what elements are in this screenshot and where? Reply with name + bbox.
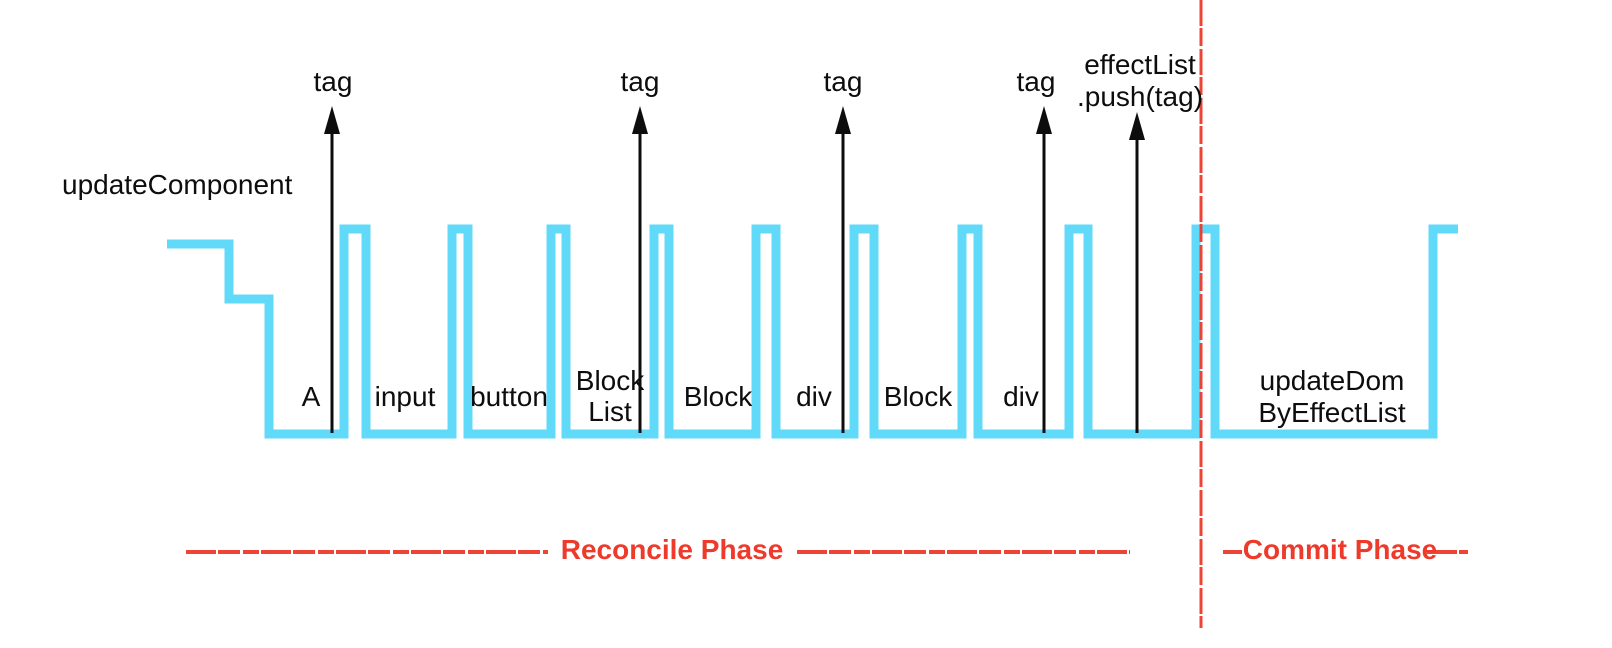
up-arrow-icon	[1036, 106, 1052, 134]
tag-label-1: tag	[313, 66, 353, 97]
up-arrow-icon	[632, 106, 648, 134]
effect-list-push-label-line2: .push(tag)	[1076, 81, 1204, 112]
frame-label-input: input	[374, 381, 436, 412]
frame-label-update-dom: updateDom ByEffectList	[1258, 365, 1405, 429]
effect-list-push-label-line1: effectList	[1084, 49, 1196, 80]
frame-label-block-list-line2: List	[588, 396, 632, 427]
frame-label-button: button	[470, 381, 548, 412]
tag-arrow-3	[835, 106, 851, 433]
commit-phase-label: Commit Phase	[1242, 534, 1438, 565]
tag-arrow-2	[632, 106, 648, 433]
call-stack-waveform	[167, 224, 1458, 439]
update-component-label: updateComponent	[62, 169, 293, 200]
frame-label-div-1: div	[796, 381, 832, 412]
effect-list-push-label: effectList .push(tag)	[1077, 49, 1203, 113]
frame-label-block-1: Block	[683, 381, 753, 412]
tag-arrow-1	[324, 106, 340, 433]
up-arrow-icon	[835, 106, 851, 134]
frame-label-div-2: div	[1003, 381, 1039, 412]
effect-list-push-arrow	[1129, 112, 1145, 433]
up-arrow-icon	[1129, 112, 1145, 140]
frame-label-block-list: Block List	[576, 365, 644, 427]
tag-label-2: tag	[620, 66, 660, 97]
frame-label-component-a: A	[301, 381, 321, 412]
tag-label-3: tag	[823, 66, 863, 97]
frame-label-update-dom-line1: updateDom	[1259, 365, 1405, 396]
tag-arrow-4	[1036, 106, 1052, 433]
frame-label-update-dom-line2: ByEffectList	[1258, 397, 1406, 428]
frame-label-block-list-line1: Block	[575, 365, 645, 396]
up-arrow-icon	[324, 106, 340, 134]
reconcile-phase-label: Reconcile Phase	[560, 534, 784, 565]
frame-label-block-2: Block	[883, 381, 953, 412]
tag-label-4: tag	[1016, 66, 1056, 97]
